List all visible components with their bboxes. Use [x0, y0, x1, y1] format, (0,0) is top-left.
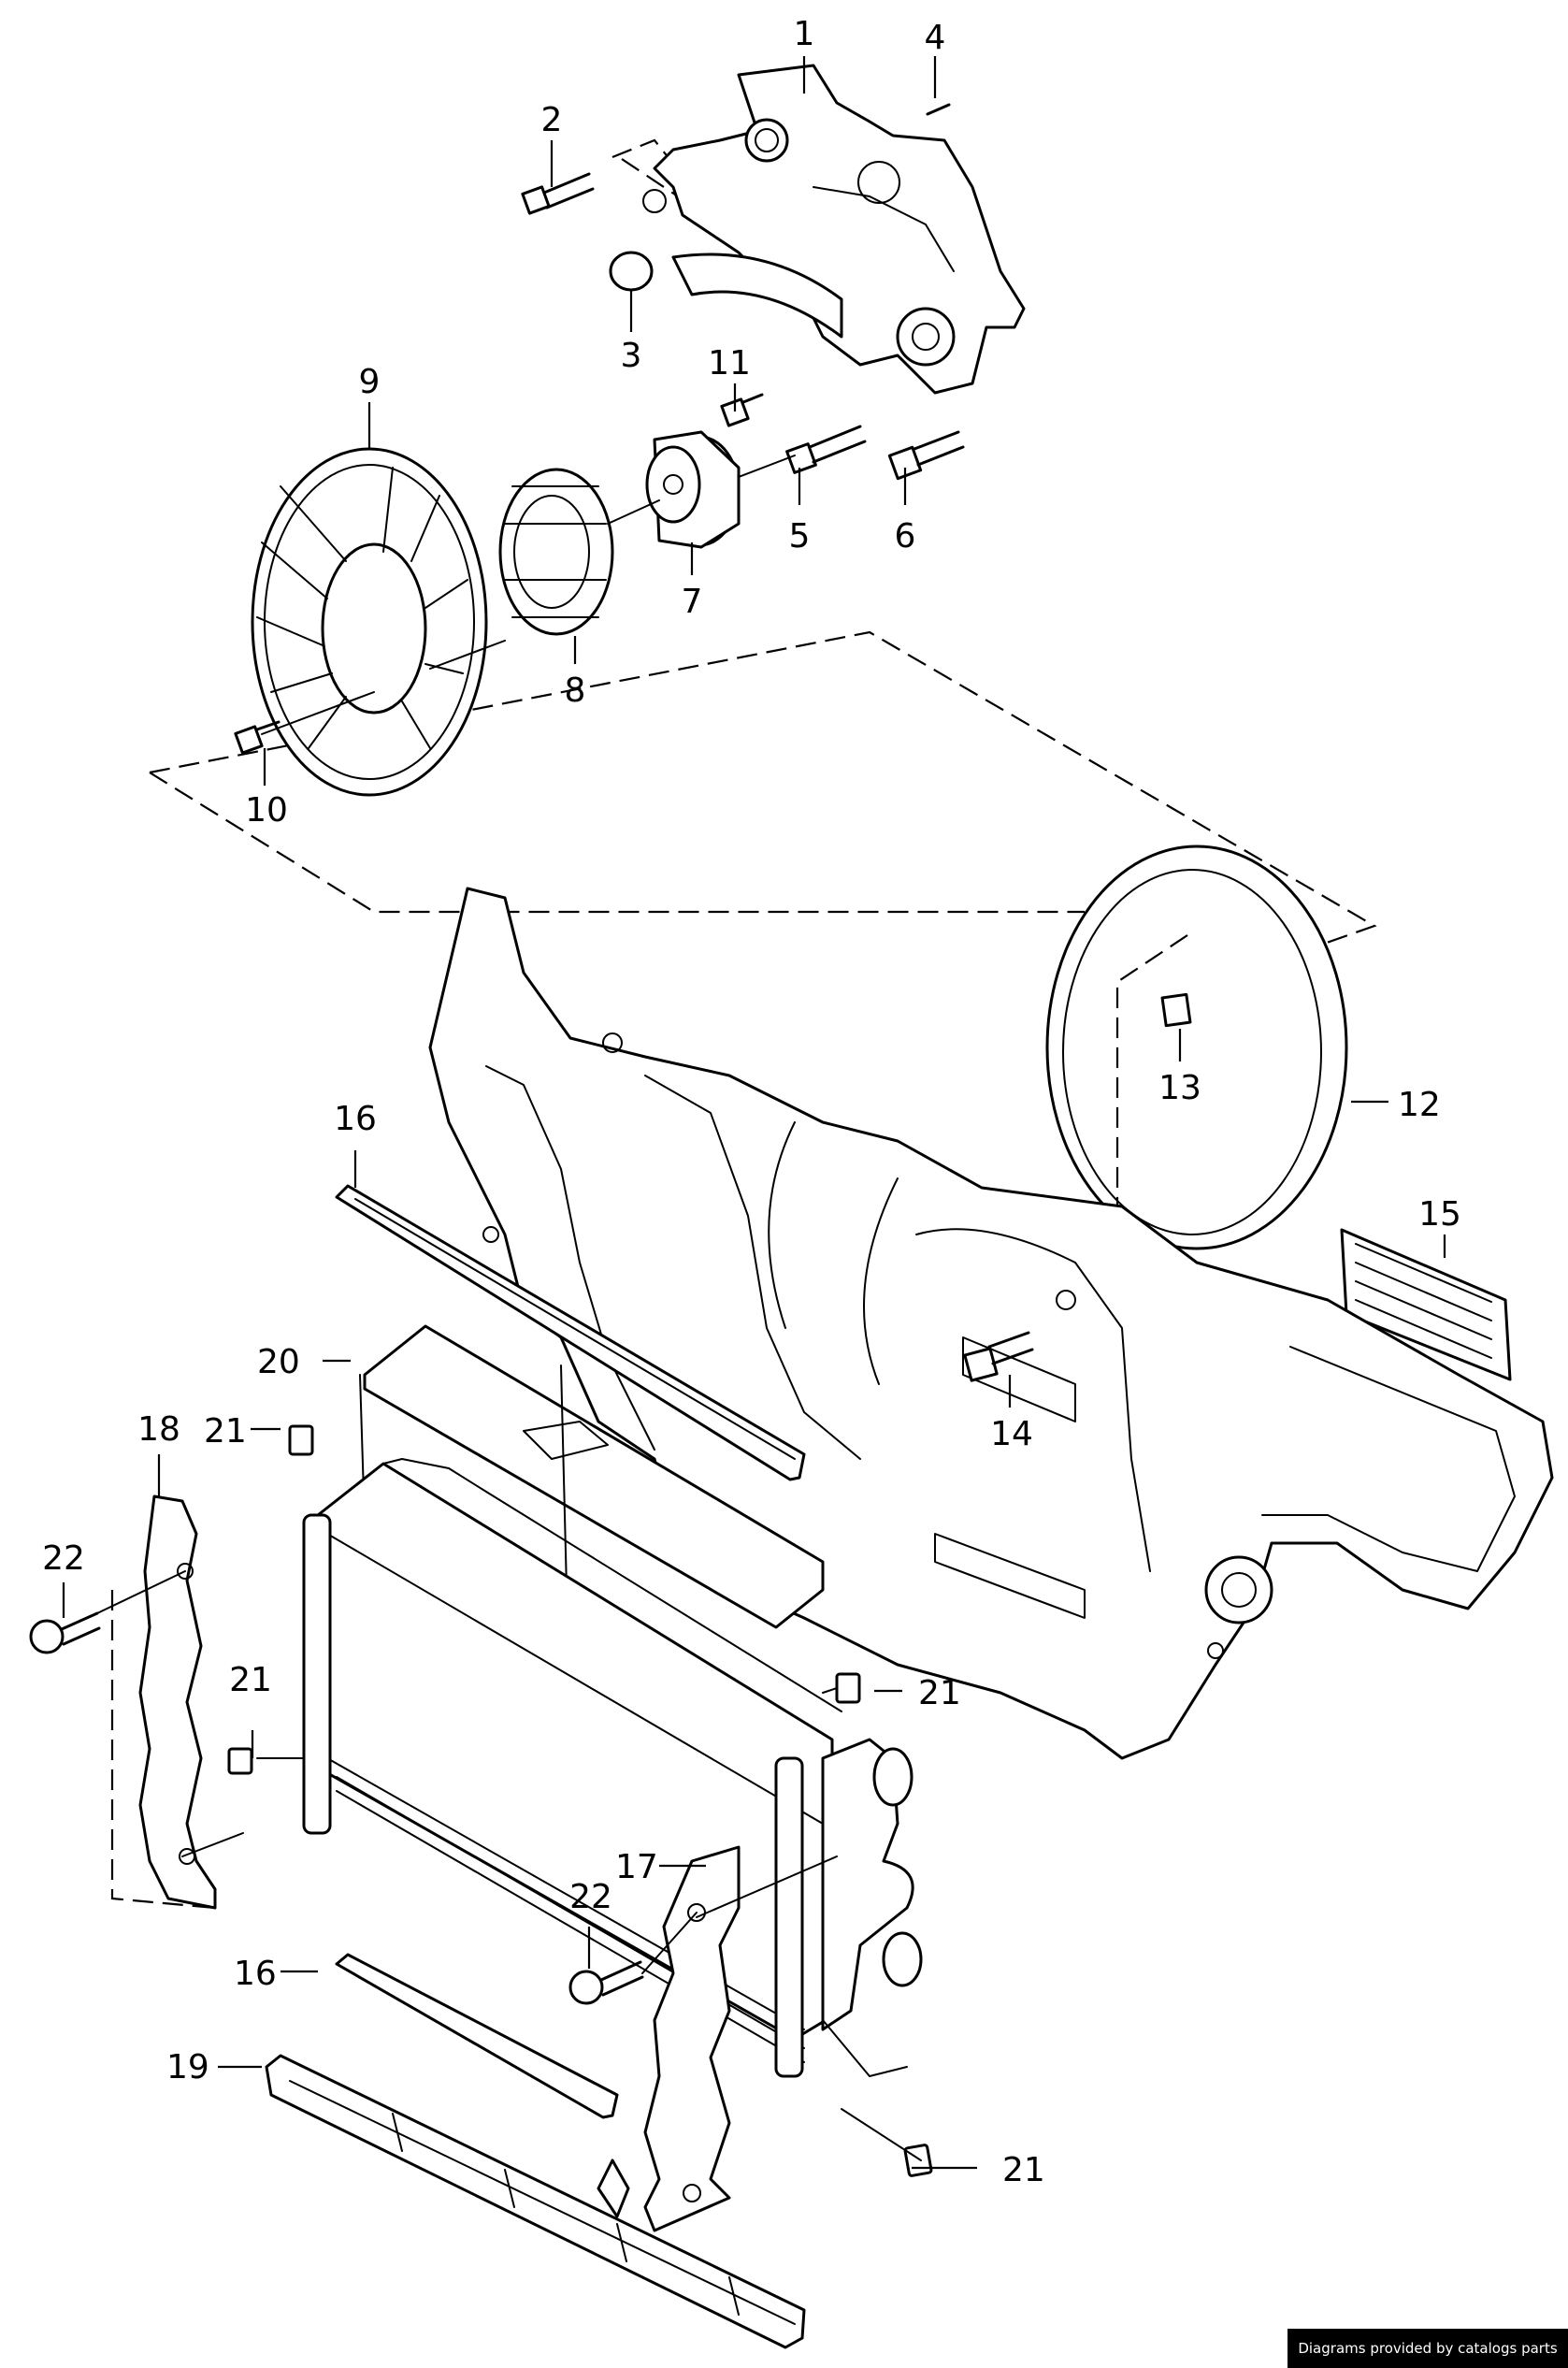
callout-11: 11 — [708, 344, 751, 383]
callout-1: 1 — [794, 15, 815, 53]
callout-10: 10 — [245, 791, 288, 830]
callout-13: 13 — [1158, 1069, 1201, 1107]
clip-part-21-c — [835, 1672, 861, 1704]
grille-insert-part-15 — [1340, 1228, 1512, 1381]
callout-18: 18 — [137, 1410, 180, 1449]
clip-part-21-b — [227, 1747, 253, 1775]
bolt-part-2 — [521, 172, 595, 215]
callout-15: 15 — [1418, 1195, 1461, 1234]
callout-2: 2 — [541, 101, 563, 139]
callout-6: 6 — [895, 517, 916, 556]
bolt-part-11 — [720, 393, 764, 427]
diagram-credit-badge: Diagrams provided by catalogs parts — [1287, 2329, 1568, 2368]
fan-part-9 — [251, 447, 488, 797]
fan-shroud-ring-part-12 — [1045, 845, 1348, 1250]
clip-part-13 — [1160, 992, 1192, 1028]
seal-strip-part-16-lower — [335, 1953, 619, 2119]
callout-3: 3 — [621, 337, 642, 375]
callout-9: 9 — [359, 363, 381, 401]
clip-part-21-d — [903, 2144, 933, 2177]
bolt-part-22-b — [568, 1960, 644, 2005]
callout-14: 14 — [990, 1415, 1033, 1453]
bolt-part-14 — [963, 1331, 1034, 1382]
callout-16-upper: 16 — [334, 1100, 377, 1138]
fan-bracket-part — [642, 64, 1026, 395]
left-bracket-dashed-outline — [110, 1590, 216, 1910]
callout-21-c: 21 — [918, 1674, 961, 1712]
fan-assembly-dashed-outline — [149, 630, 1377, 984]
callout-22-b: 22 — [569, 1878, 612, 1916]
seal-strip-part-16-upper — [335, 1184, 806, 1481]
leader-lines — [62, 56, 1446, 2170]
callout-4: 4 — [925, 19, 946, 57]
callout-12: 12 — [1398, 1086, 1441, 1124]
callout-21-d: 21 — [1002, 2151, 1045, 2189]
clip-part-21-a — [288, 1424, 314, 1456]
lower-air-guide-part-19 — [265, 2054, 806, 2349]
hub-coupling-part-7 — [645, 430, 741, 549]
assembly-guide-lines — [96, 1570, 922, 2161]
callout-16-lower: 16 — [234, 1955, 277, 1993]
callout-19: 19 — [166, 2048, 209, 2086]
viscous-clutch-part-8 — [498, 468, 614, 636]
bolt-part-10 — [234, 720, 281, 755]
callout-22-a: 22 — [42, 1539, 85, 1578]
bolt-part-6 — [887, 430, 965, 481]
pin-part-4 — [926, 103, 951, 116]
callout-17: 17 — [615, 1848, 658, 1886]
plug-part-3 — [609, 251, 654, 292]
side-bracket-part-18 — [138, 1494, 217, 1910]
callout-8: 8 — [565, 671, 586, 710]
callout-20: 20 — [257, 1343, 300, 1381]
callout-21-a: 21 — [204, 1412, 247, 1451]
bolt-part-5 — [785, 425, 867, 474]
callout-5: 5 — [789, 517, 811, 556]
fan-axis-line — [261, 455, 796, 735]
bolt-part-22-a — [29, 1611, 101, 1654]
callout-21-b: 21 — [229, 1661, 272, 1699]
callout-7: 7 — [682, 583, 703, 621]
